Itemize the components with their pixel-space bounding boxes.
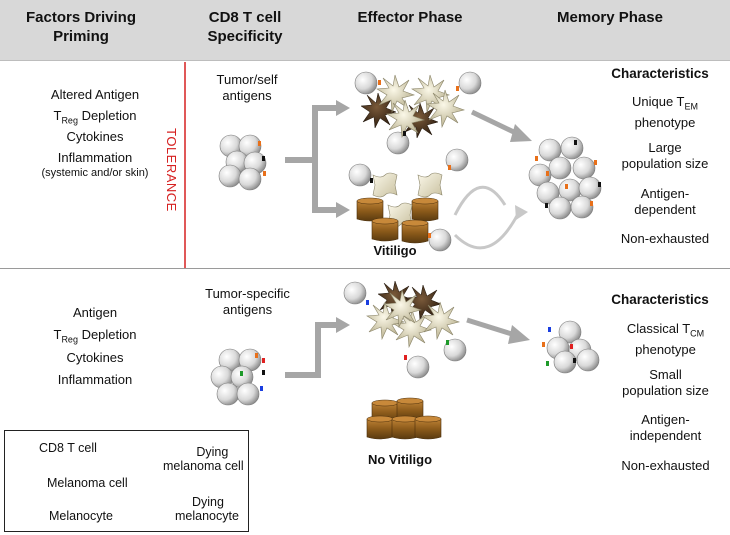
top-specificity-line2: antigens [222, 88, 272, 103]
top-size-line1: Large [648, 140, 682, 155]
bottom-memory-heading: Characteristics [611, 292, 709, 307]
top-memory-cluster [528, 136, 602, 220]
legend-dying-melanocyte-line2: melanocyte [175, 509, 239, 523]
bottom-specificity-line2: antigens [222, 302, 273, 317]
bottom-antigen-line2: independent [629, 428, 702, 443]
legend-dying-melanoma-line1: Dying [196, 445, 229, 459]
bottom-factor-1: Antigen [72, 305, 118, 320]
top-memory-phenotype: Unique TEM phenotype [610, 94, 720, 131]
legend-box: CD8 T cell Melanoma cell Dying melanoma … [4, 430, 249, 532]
top-factor-2-post: Depletion [77, 108, 137, 123]
bottom-size-line2: population size [622, 383, 709, 398]
bottom-effector-label: No Vitiligo [367, 452, 433, 467]
header-effector: Effector Phase [357, 9, 463, 26]
top-factor-2-sub: Reg [61, 115, 78, 126]
bottom-specificity: Tumor-specific antigens [190, 286, 305, 318]
top-specificity: Tumor/self antigens [192, 72, 302, 104]
legend-dying-melanocyte-line1: Dying [191, 495, 224, 509]
header-factors-line1: Factors Driving [25, 9, 137, 26]
tolerance-label: TOLERANCE [164, 128, 179, 212]
bottom-phenotype-sub: CM [690, 328, 705, 339]
top-specificity-line1: Tumor/self [216, 72, 278, 87]
top-branch-arrow [285, 105, 336, 213]
legend-dying-melanoma-line2: melanoma cell [163, 459, 244, 473]
bottom-factor-3: Cytokines [66, 350, 124, 365]
row-separator [0, 268, 730, 269]
top-effector-melanocytes [348, 148, 469, 252]
bottom-memory-size: Small population size [608, 367, 723, 399]
bottom-size-line1: Small [649, 367, 682, 382]
header-specificity-line2: Specificity [207, 28, 283, 45]
top-factor-1: Altered Antigen [50, 87, 140, 102]
bottom-melanocyte-block [366, 397, 442, 440]
bottom-memory-phenotype: Classical TCM phenotype [608, 321, 723, 358]
bottom-factor-4: Inflammation [57, 372, 133, 387]
top-factor-2-pre: T [53, 108, 62, 123]
top-factor-2: TReg Depletion [20, 108, 170, 129]
legend-melanoma: Melanoma cell [47, 476, 128, 490]
bottom-memory-cluster [542, 320, 600, 374]
top-phenotype-pre: Unique T [631, 94, 685, 109]
bottom-phenotype-pre: Classical T [626, 321, 691, 336]
top-memory-heading: Characteristics [611, 66, 709, 81]
header-bar: Factors Driving Priming CD8 T cell Speci… [0, 0, 730, 61]
bottom-factor-2: TReg Depletion [20, 327, 170, 348]
bottom-tcell-cluster [210, 348, 265, 406]
top-memory-size: Large population size [610, 140, 720, 172]
bottom-specificity-line1: Tumor-specific [205, 286, 290, 301]
bottom-factor-2-post: Depletion [77, 327, 137, 342]
header-factors: Factors Driving Priming [6, 8, 156, 46]
top-phenotype-post: phenotype [634, 114, 696, 130]
bottom-factor-2-sub: Reg [61, 334, 78, 345]
bottom-factor-2-pre: T [53, 327, 62, 342]
top-factor-3: Cytokines [66, 129, 124, 144]
top-memory-antigen: Antigen- dependent [610, 186, 720, 218]
top-effector-label: Vitiligo [373, 243, 417, 258]
top-effector-tumor [354, 71, 482, 155]
top-size-line2: population size [621, 156, 709, 171]
top-antigen-line2: dependent [634, 202, 696, 217]
top-memory-exhaustion: Non-exhausted [620, 231, 710, 246]
legend-dying-melanocyte: Dying melanocyte [175, 495, 239, 523]
header-factors-line2: Priming [53, 28, 109, 45]
bottom-memory-antigen: Antigen- independent [608, 412, 723, 444]
top-tcell-cluster [218, 134, 267, 191]
bottom-antigen-line1: Antigen- [641, 412, 690, 427]
header-memory: Memory Phase [557, 9, 663, 26]
bottom-phenotype-post: phenotype [635, 341, 696, 357]
top-phenotype-sub: EM [684, 101, 699, 112]
header-specificity-line1: CD8 T cell [208, 9, 282, 26]
bottom-effector-tumor [343, 280, 467, 379]
top-factor-4: Inflammation [57, 150, 133, 165]
legend-melanocyte: Melanocyte [49, 509, 113, 523]
legend-cd8: CD8 T cell [39, 441, 97, 455]
bottom-arrow [285, 322, 336, 378]
bottom-memory-exhaustion: Non-exhausted [621, 458, 710, 473]
legend-dying-melanoma: Dying melanoma cell [163, 445, 244, 473]
header-specificity: CD8 T cell Specificity [190, 8, 300, 46]
top-antigen-line1: Antigen- [640, 186, 690, 201]
top-factor-note: (systemic and/or skin) [41, 167, 149, 179]
